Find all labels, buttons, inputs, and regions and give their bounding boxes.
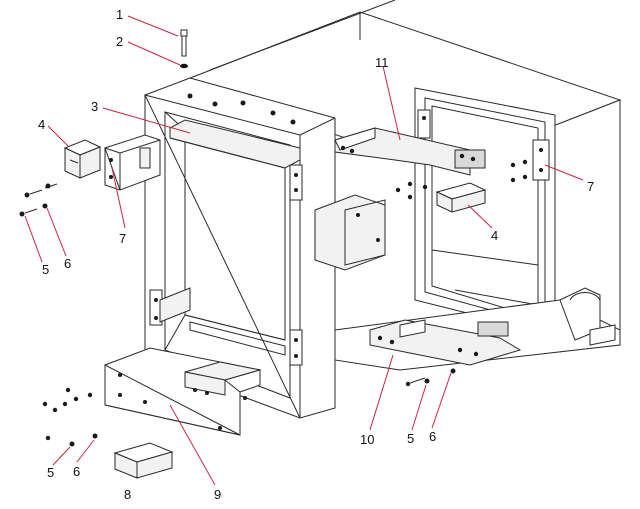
callout-4-left: 4: [38, 117, 46, 132]
callout-2: 2: [116, 34, 124, 49]
callout-7-left: 7: [119, 231, 127, 246]
callout-5-lower-right: 5: [407, 431, 415, 446]
callout-6-upper-left: 6: [64, 256, 72, 271]
callout-5-upper-left: 5: [42, 262, 50, 277]
part-4-left-guide-block: [63, 139, 102, 179]
callout-3: 3: [91, 99, 99, 114]
part-7-left-hinge-bracket: [104, 134, 161, 191]
callout-1: 1: [116, 7, 124, 22]
side-mounting-plate: [314, 194, 386, 271]
callout-7-right: 7: [587, 179, 595, 194]
callout-11: 11: [375, 55, 389, 70]
callout-4-right: 4: [491, 228, 499, 243]
part-2-washer: [180, 63, 188, 69]
right-end-frame: [414, 87, 556, 336]
part-10-lower-slide-bracket: [369, 319, 522, 366]
callout-6-lower-right: 6: [429, 429, 437, 444]
callout-leaders: [24, 15, 584, 486]
part-11-slide-bracket: [334, 127, 486, 190]
loose-fasteners: [19, 159, 528, 447]
front-main-frame: [144, 77, 336, 419]
callout-6-lower-left: 6: [73, 464, 81, 479]
part-4-right-guide-block: [435, 182, 487, 213]
callout-10: 10: [360, 432, 375, 447]
callout-8: 8: [124, 487, 132, 502]
part-1-bolt: [180, 29, 188, 57]
part-9-bottom-bracket: [104, 347, 262, 436]
part-8-spacer-block: [113, 442, 174, 479]
callout-9: 9: [214, 487, 222, 502]
callout-5-lower-left: 5: [47, 465, 55, 480]
